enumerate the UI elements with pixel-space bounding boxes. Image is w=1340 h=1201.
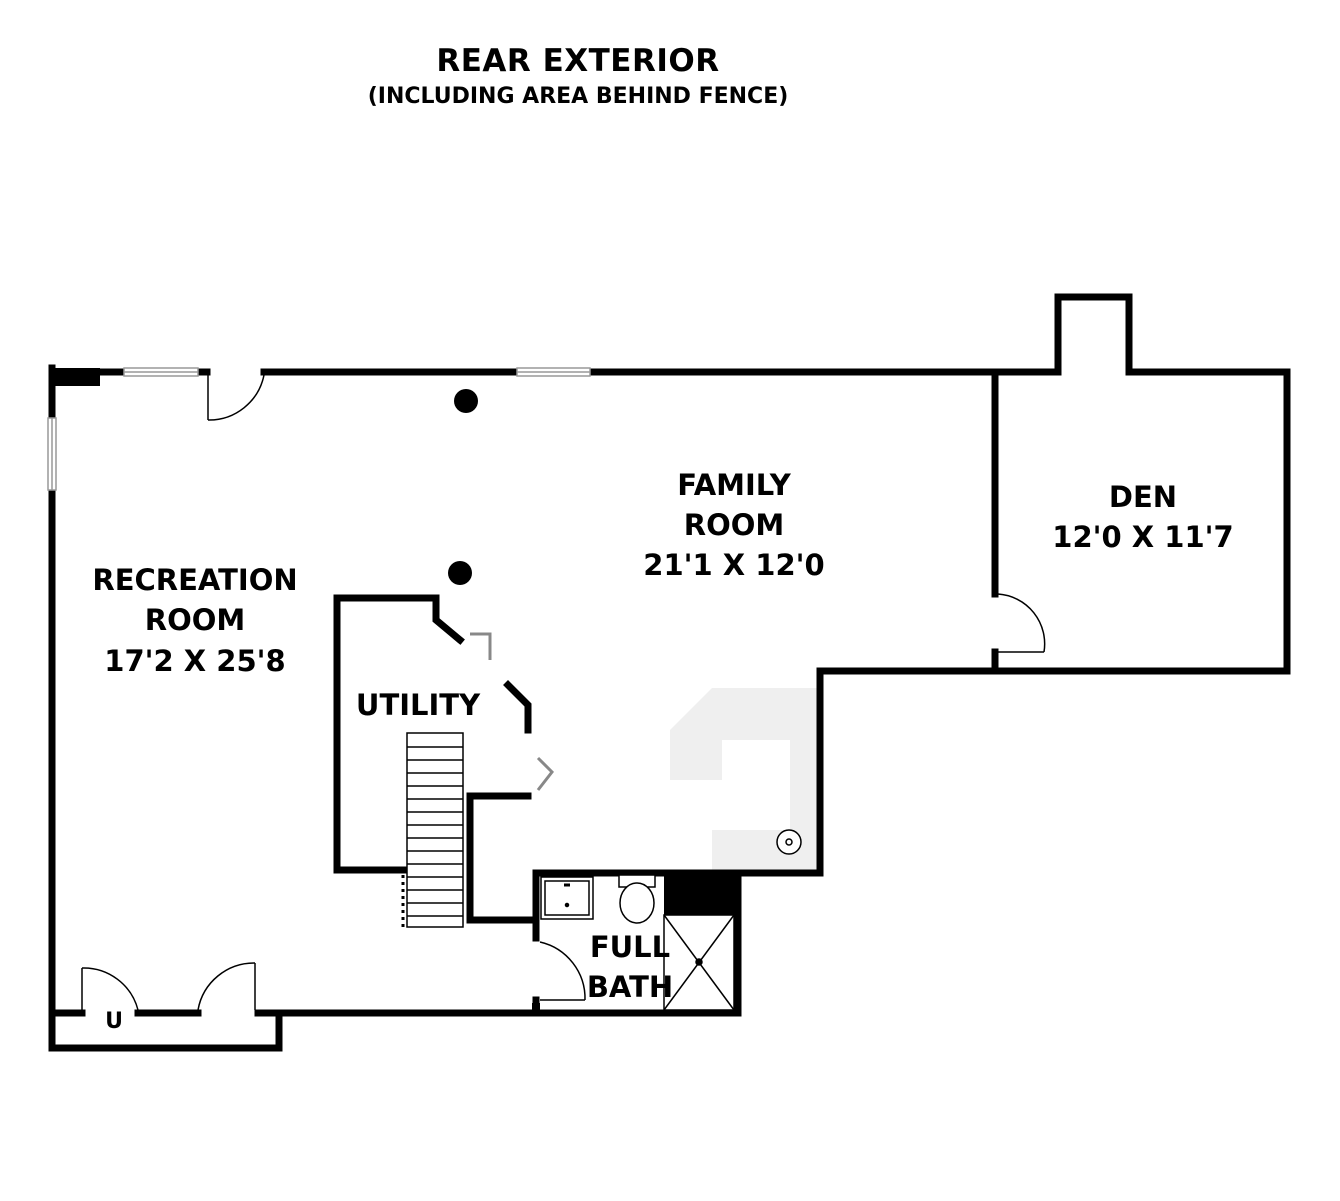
utility-name: UTILITY bbox=[355, 688, 481, 722]
bath-cabinet bbox=[664, 873, 738, 915]
family-right-wall bbox=[734, 667, 999, 877]
family-room-name-2: ROOM bbox=[683, 508, 785, 542]
bath-name-1: FULL bbox=[589, 930, 671, 964]
recreation-room-name-2: ROOM bbox=[144, 603, 246, 637]
utility-door-mark-a bbox=[470, 632, 492, 660]
closet-wall bbox=[48, 1009, 283, 1052]
recreation-room-dims: 17'2 X 25'8 bbox=[104, 644, 286, 678]
floor-drain-icon bbox=[776, 829, 802, 855]
den-outline bbox=[991, 293, 1291, 675]
door-den-swing bbox=[997, 593, 1046, 653]
page-subtitle: (INCLUDING AREA BEHIND FENCE) bbox=[367, 84, 789, 109]
den-dims: 12'0 X 11'7 bbox=[1052, 520, 1234, 554]
door-top-swing bbox=[207, 374, 265, 421]
toilet-icon bbox=[619, 882, 655, 924]
family-room-name-1: FAMILY bbox=[677, 468, 791, 502]
corner-block bbox=[52, 368, 100, 386]
door-closet-swing-a bbox=[81, 967, 139, 1011]
door-bath-swing bbox=[539, 941, 586, 1001]
den-name: DEN bbox=[1108, 480, 1178, 514]
door-post bbox=[532, 1003, 540, 1015]
stair-side-wall bbox=[466, 792, 540, 924]
shower-icon bbox=[663, 914, 735, 1011]
bath-name-2: BATH bbox=[586, 970, 674, 1004]
recreation-room-name-1: RECREATION bbox=[92, 563, 298, 597]
utility-wall bbox=[333, 594, 465, 874]
closet-label: U bbox=[105, 1009, 123, 1034]
family-room-dims: 21'1 X 12'0 bbox=[643, 548, 825, 582]
staircase bbox=[406, 732, 464, 928]
utility-door-mark-b bbox=[536, 756, 554, 791]
shaded-area bbox=[670, 688, 818, 870]
column-top bbox=[454, 389, 478, 413]
page-title: REAR EXTERIOR bbox=[436, 43, 720, 79]
utility-wall-right bbox=[503, 680, 532, 734]
door-closet-swing-b bbox=[197, 962, 256, 1011]
column-mid bbox=[448, 561, 472, 585]
